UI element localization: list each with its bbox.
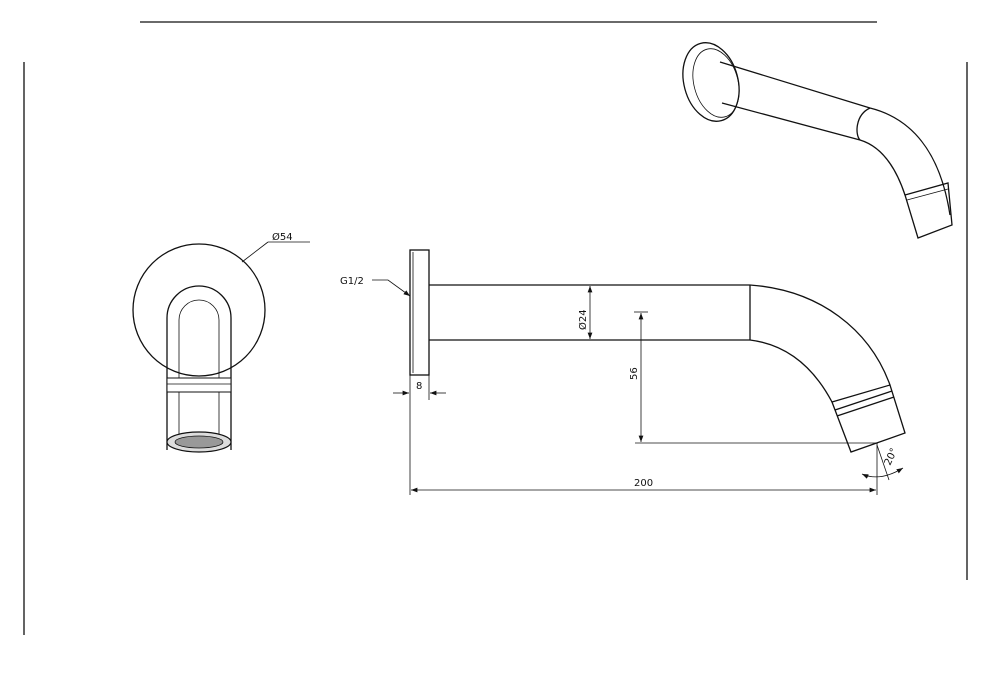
drop-label: 56 <box>629 367 640 380</box>
flange-thickness-label: 8 <box>416 381 422 392</box>
length-label: 200 <box>634 478 653 489</box>
isometric-view <box>682 42 953 239</box>
side-view: G1/2 Ø24 56 8 200 20° <box>340 249 906 495</box>
diameter-54-label: Ø54 <box>272 231 293 243</box>
sheet-frame <box>23 21 968 635</box>
thread-label: G1/2 <box>340 276 364 287</box>
angle-label: 20° <box>883 447 900 468</box>
front-view: Ø54 <box>132 231 310 453</box>
pipe-diameter-label: Ø24 <box>577 309 589 330</box>
